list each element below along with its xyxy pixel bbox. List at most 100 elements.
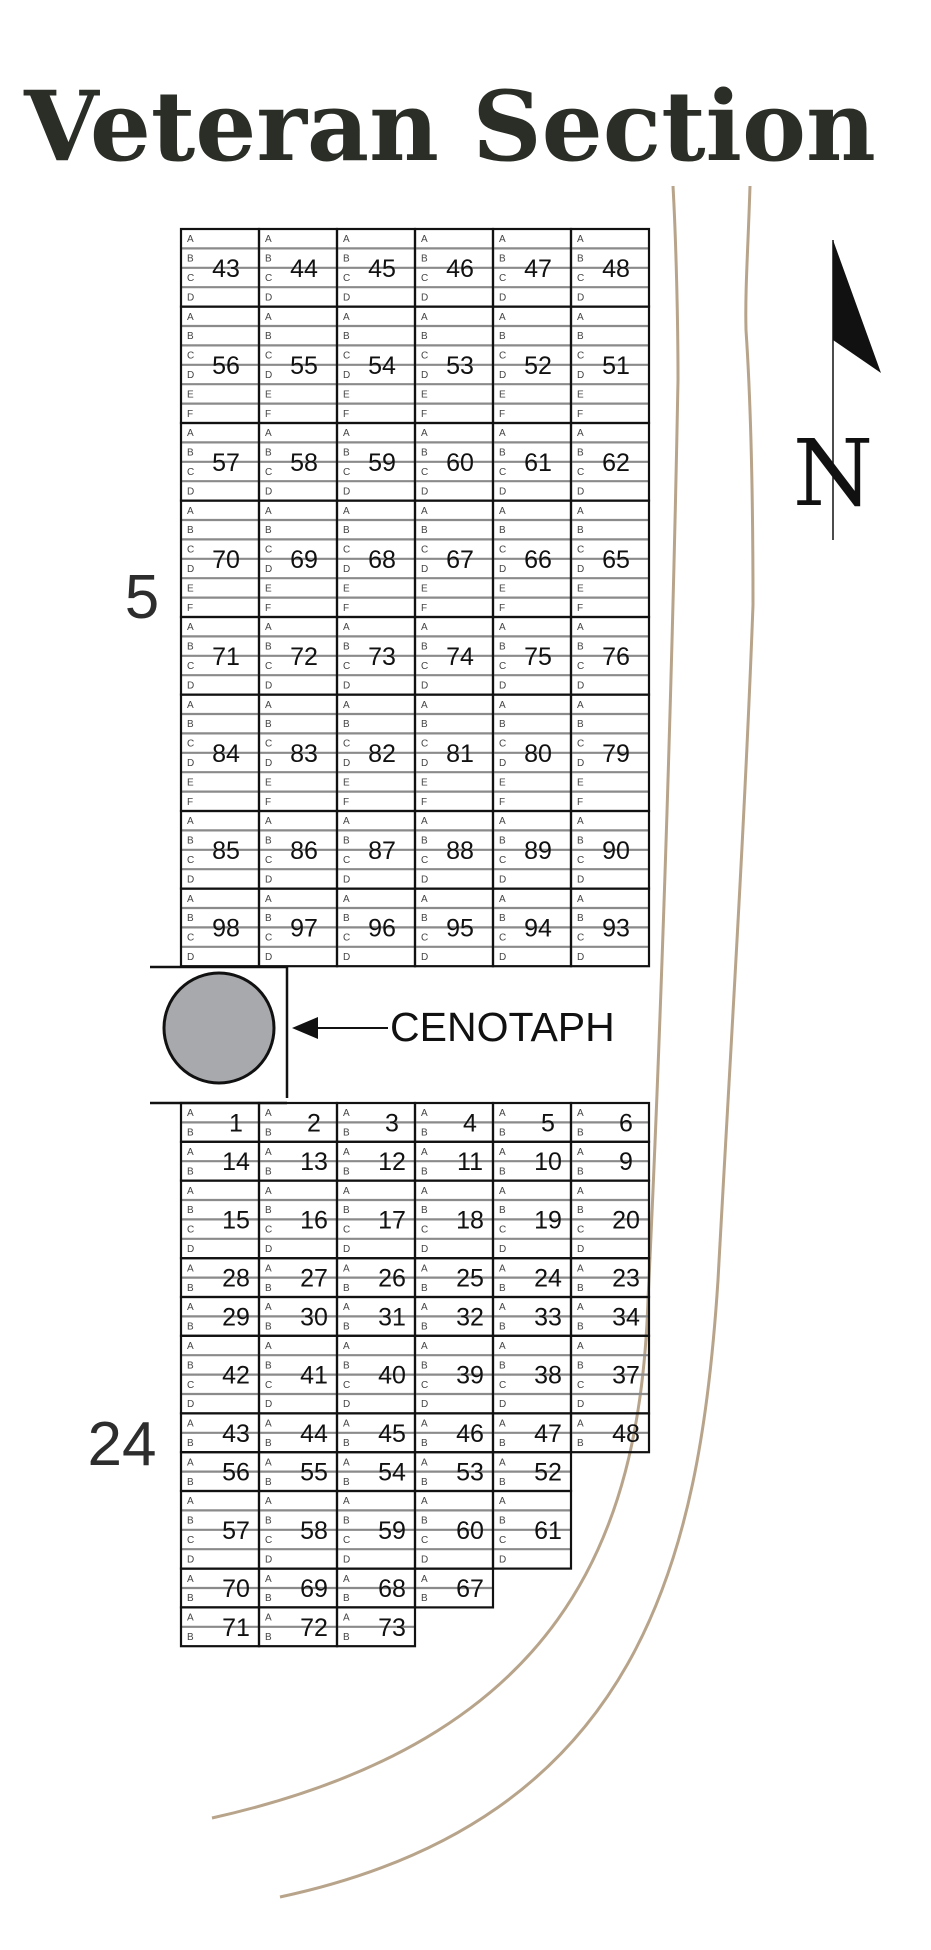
row-letter: A [499, 1147, 506, 1158]
plot-number: 58 [300, 1517, 328, 1545]
row-letter: B [577, 836, 584, 847]
plot-border [491, 1489, 573, 1570]
row-letter: A [421, 506, 428, 517]
plot-number: 43 [222, 1420, 250, 1448]
row-letter: C [265, 273, 272, 284]
row-letter: E [499, 777, 506, 788]
row-letter: B [499, 1166, 506, 1177]
plot-number: 69 [290, 546, 318, 574]
row-letter: A [499, 1186, 506, 1197]
row-letter: A [265, 1302, 272, 1313]
row-letter: A [187, 312, 194, 323]
row-letter: F [499, 797, 505, 808]
row-letter: B [421, 525, 428, 536]
row-letter: D [343, 1554, 350, 1565]
road-edge-outer [279, 185, 755, 1899]
row-letter: B [187, 448, 194, 459]
row-letter: F [187, 603, 193, 614]
row-letter: F [499, 409, 505, 420]
plot-number: 56 [222, 1459, 250, 1487]
section-label-lower: 24 [88, 1410, 157, 1479]
plot-number: 54 [378, 1459, 406, 1487]
row-letter: D [577, 680, 584, 691]
row-letter: C [187, 273, 194, 284]
row-letter: B [499, 1477, 506, 1488]
plot-number: 71 [222, 1614, 250, 1642]
row-letter: D [499, 486, 506, 497]
row-letter: B [187, 254, 194, 265]
row-letter: D [265, 1244, 272, 1255]
row-letter: A [265, 622, 272, 633]
row-letter: F [265, 603, 271, 614]
plot-number: 57 [212, 449, 240, 477]
row-letter: C [577, 933, 584, 944]
row-letter: A [421, 1147, 428, 1158]
row-letter: B [187, 1632, 194, 1643]
plot-number: 80 [524, 740, 552, 768]
row-letter: C [421, 1535, 428, 1546]
row-letter: E [187, 777, 194, 788]
row-letter: C [577, 545, 584, 556]
row-letter: D [577, 758, 584, 769]
row-letter: A [187, 894, 194, 905]
row-letter: B [187, 1438, 194, 1449]
row-letter: A [421, 234, 428, 245]
row-letter: D [187, 292, 194, 303]
row-letter: B [499, 525, 506, 536]
row-letter: A [343, 1108, 350, 1119]
plot-number: 40 [378, 1362, 406, 1390]
row-letter: D [187, 680, 194, 691]
row-letter: A [421, 816, 428, 827]
row-letter: A [577, 428, 584, 439]
row-letter: A [265, 506, 272, 517]
row-letter: A [187, 700, 194, 711]
plot-number: 90 [602, 837, 630, 865]
row-letter: E [421, 389, 428, 400]
row-letter: C [265, 467, 272, 478]
row-letter: A [265, 1147, 272, 1158]
plot-number: 1 [229, 1109, 243, 1137]
row-letter: C [577, 467, 584, 478]
plot-number: 52 [534, 1459, 562, 1487]
row-letter: C [343, 1535, 350, 1546]
row-letter: F [577, 603, 583, 614]
row-letter: B [343, 1632, 350, 1643]
row-letter: C [343, 273, 350, 284]
row-letter: A [343, 1496, 350, 1507]
row-letter: C [421, 933, 428, 944]
row-letter: A [187, 622, 194, 633]
plot-number: 18 [456, 1206, 484, 1234]
row-letter: B [499, 1516, 506, 1527]
plot-number: 66 [524, 546, 552, 574]
plot-number: 48 [602, 255, 630, 283]
plot-number: 83 [290, 740, 318, 768]
row-letter: A [265, 700, 272, 711]
row-letter: A [265, 1419, 272, 1430]
row-letter: B [265, 1166, 272, 1177]
row-letter: B [421, 1322, 428, 1333]
plot-number: 11 [457, 1148, 483, 1176]
row-letter: C [187, 739, 194, 750]
row-letter: A [343, 1186, 350, 1197]
